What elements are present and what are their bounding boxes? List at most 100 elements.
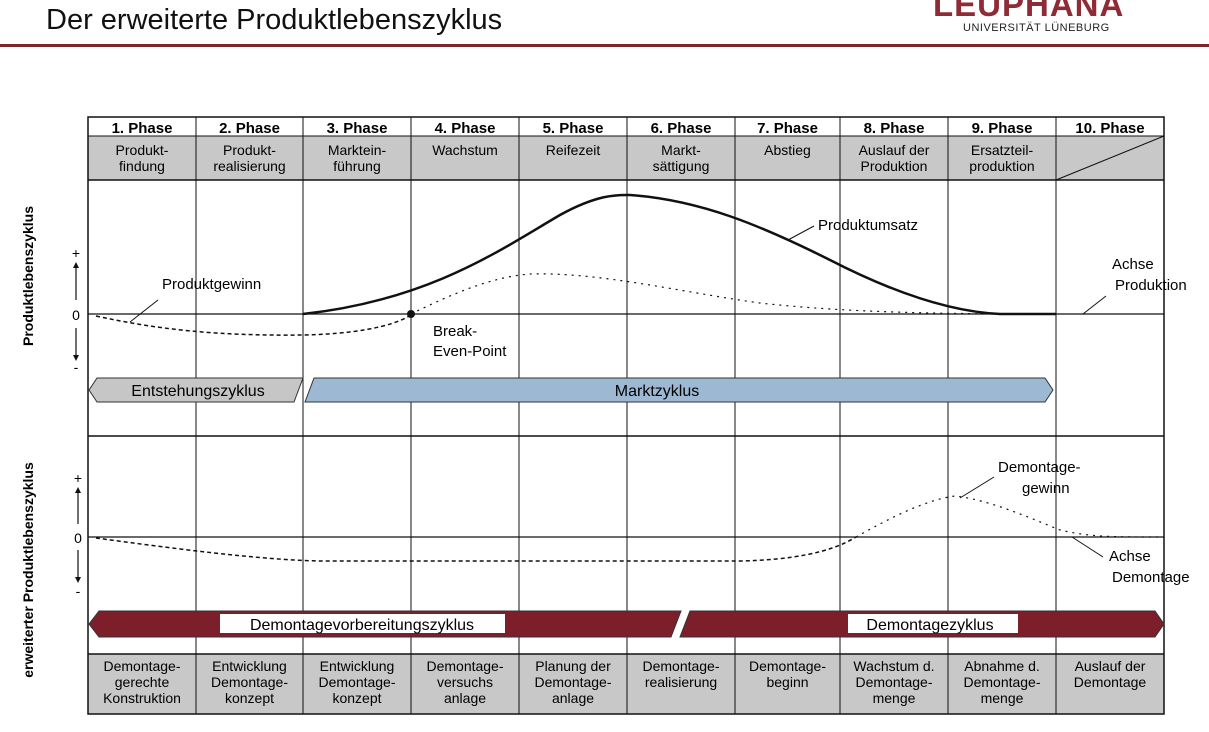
phase-description-row — [88, 136, 1164, 180]
produktumsatz-leader — [787, 225, 815, 241]
produktgewinn-label: Produktgewinn — [162, 276, 261, 293]
phase-title: 9. Phase — [972, 120, 1033, 137]
break-even-label-line1: Break- — [433, 323, 477, 340]
university-logo: LEUPHANA — [933, 0, 1125, 23]
phase-demontage-line: Demontage- — [534, 674, 611, 690]
phase-demontage-line: Demontage- — [749, 658, 826, 674]
lower-axis-zero: 0 — [74, 530, 82, 546]
phase-title: 10. Phase — [1075, 120, 1144, 137]
phase-demontage-line: Demontage- — [211, 674, 288, 690]
phase-title: 3. Phase — [327, 120, 388, 137]
phase-description-line: Reifezeit — [546, 142, 601, 158]
phase-demontage-line: Planung der — [535, 658, 611, 674]
phase-demontage-line: realisierung — [645, 674, 717, 690]
break-even-label-line2: Even-Point — [433, 343, 507, 360]
upper-axis-plus: + — [72, 245, 80, 261]
phase-demontage-line: Wachstum d. — [853, 658, 934, 674]
demontage-loss-curve — [95, 536, 857, 562]
achse-produktion-leader — [1082, 295, 1107, 315]
phase-demontage-line: Demontage- — [963, 674, 1040, 690]
break-even-point — [407, 310, 415, 318]
achse-produktion-label-line2: Produktion — [1115, 277, 1187, 294]
marktzyklus-label: Marktzyklus — [615, 383, 699, 400]
lower-description-row — [88, 654, 1164, 714]
achse-produktion-label-line1: Achse — [1112, 256, 1154, 273]
demontagegewinn-label-line1: Demontage- — [998, 459, 1081, 476]
phase-description-line: Abstieg — [764, 142, 811, 158]
phase-demontage-line: Abnahme d. — [964, 658, 1040, 674]
demontagegewinn-leader — [959, 476, 995, 499]
phase-description-line: Produkt- — [116, 142, 169, 158]
upper-axis-zero: 0 — [72, 307, 80, 323]
phase-description-line: sättigung — [653, 158, 710, 174]
produktumsatz-curve — [302, 193, 1056, 316]
upper-side-label: Produktlebenszyklus — [20, 206, 36, 346]
phase-demontage-line: Demontage- — [642, 658, 719, 674]
title-rule — [0, 44, 1209, 47]
demontagegewinn-label-line2: gewinn — [1022, 480, 1070, 497]
phase-demontage-line: beginn — [766, 674, 808, 690]
phase-title: 6. Phase — [651, 120, 712, 137]
phase-description-line: Wachstum — [432, 142, 498, 158]
marktzyklus-banner — [304, 377, 1054, 403]
entstehungszyklus-banner — [88, 377, 304, 403]
phase-description-line: Ersatzteil- — [971, 142, 1034, 158]
phase-description-line: produktion — [969, 158, 1034, 174]
phase-demontage-line: Demontage- — [855, 674, 932, 690]
phase-demontage-line: gerechte — [115, 674, 170, 690]
phase-demontage-line: konzept — [332, 690, 381, 706]
phase-demontage-line: Demontage- — [318, 674, 395, 690]
lower-axis-plus: + — [74, 470, 82, 486]
phase-title: 8. Phase — [864, 120, 925, 137]
demontagezyklus-label: Demontagezyklus — [866, 617, 993, 634]
demontagevorbereitungszyklus-label-box — [220, 614, 505, 633]
lower-side-label: erweiterter Produktlebenszyklus — [20, 462, 36, 678]
university-logo-subtitle: UNIVERSITÄT LÜNEBURG — [963, 22, 1110, 34]
phase-description-line: findung — [119, 158, 165, 174]
phase-title: 1. Phase — [112, 120, 173, 137]
phase-description-line: führung — [333, 158, 380, 174]
achse-demontage-label-line2: Demontage — [1112, 569, 1190, 586]
phase-demontage-line: Demontage- — [103, 658, 180, 674]
phase-description-line: Auslauf der — [859, 142, 930, 158]
phase-demontage-line: Entwicklung — [320, 658, 395, 674]
phase-demontage-line: versuchs — [437, 674, 493, 690]
produktgewinn-leader — [129, 299, 159, 323]
lower-axis-minus: - — [76, 583, 81, 599]
phase-demontage-line: menge — [873, 690, 916, 706]
phase-demontage-line: Entwicklung — [212, 658, 287, 674]
phase-demontage-line: menge — [981, 690, 1024, 706]
phase-title: 7. Phase — [757, 120, 818, 137]
phase-title: 5. Phase — [543, 120, 604, 137]
entstehungszyklus-label: Entstehungszyklus — [131, 383, 264, 400]
diagram-frame — [87, 116, 1165, 715]
demontagegewinn-curve — [855, 495, 1165, 538]
phase-demontage-line: Auslauf der — [1075, 658, 1146, 674]
phase-demontage-line: Demontage- — [426, 658, 503, 674]
phase-description-line: realisierung — [213, 158, 285, 174]
achse-demontage-label-line1: Achse — [1109, 548, 1151, 565]
phase-demontage-line: anlage — [444, 690, 486, 706]
upper-axis-minus: - — [74, 359, 79, 375]
produktgewinn-loss-curve — [95, 314, 412, 336]
produktumsatz-label: Produktumsatz — [818, 217, 918, 234]
demontagezyklus-label-box — [848, 614, 1018, 633]
phase-description-line: Produktion — [861, 158, 928, 174]
phase-description-line: Markt- — [661, 142, 701, 158]
phase-header-row — [88, 117, 1164, 136]
slide-title: Der erweiterte Produktlebenszyklus — [46, 4, 503, 36]
achse-demontage-leader — [1071, 536, 1104, 558]
phase-demontage-line: Demontage — [1074, 674, 1147, 690]
phase-description-line: Produkt- — [223, 142, 276, 158]
phase-title: 4. Phase — [435, 120, 496, 137]
phase-demontage-line: anlage — [552, 690, 594, 706]
phase10-diagonal — [1055, 135, 1165, 181]
demontagevorbereitungszyklus-label: Demontagevorbereitungszyklus — [250, 617, 474, 634]
phase-description-line: Marktein- — [328, 142, 387, 158]
phase-title: 2. Phase — [219, 120, 280, 137]
phase-demontage-line: Konstruktion — [103, 690, 181, 706]
